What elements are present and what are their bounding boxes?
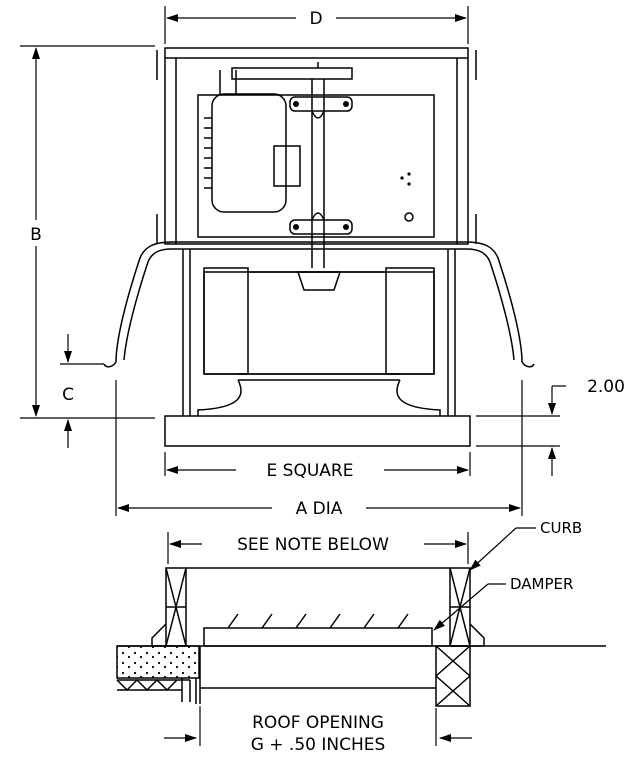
inner-panel	[197, 94, 435, 238]
label-b: B	[30, 225, 42, 245]
label-d: D	[309, 9, 322, 29]
dimension-labels: D B C 2.00 E SQUARE A DIA SEE NOTE BELOW…	[22, 6, 625, 755]
label-c: C	[62, 385, 74, 405]
label-see-note: SEE NOTE BELOW	[237, 535, 389, 555]
curb-section	[116, 567, 606, 707]
motor-housing	[164, 47, 469, 245]
label-damper: DAMPER	[510, 575, 573, 593]
label-2-00: 2.00	[587, 377, 625, 397]
label-g-inches: G + .50 INCHES	[251, 735, 386, 755]
fan-wheel	[203, 271, 435, 375]
top-bearing	[289, 96, 353, 112]
hood	[103, 241, 535, 447]
bottom-bearing	[289, 219, 353, 235]
damper	[203, 627, 433, 647]
label-curb: CURB	[540, 519, 582, 537]
fan-unit	[156, 47, 477, 268]
base-plate	[164, 415, 471, 447]
label-a-dia: A DIA	[296, 499, 343, 519]
motor-body	[211, 93, 287, 213]
label-e-square: E SQUARE	[267, 461, 354, 481]
label-roof-opening: ROOF OPENING	[252, 713, 384, 733]
